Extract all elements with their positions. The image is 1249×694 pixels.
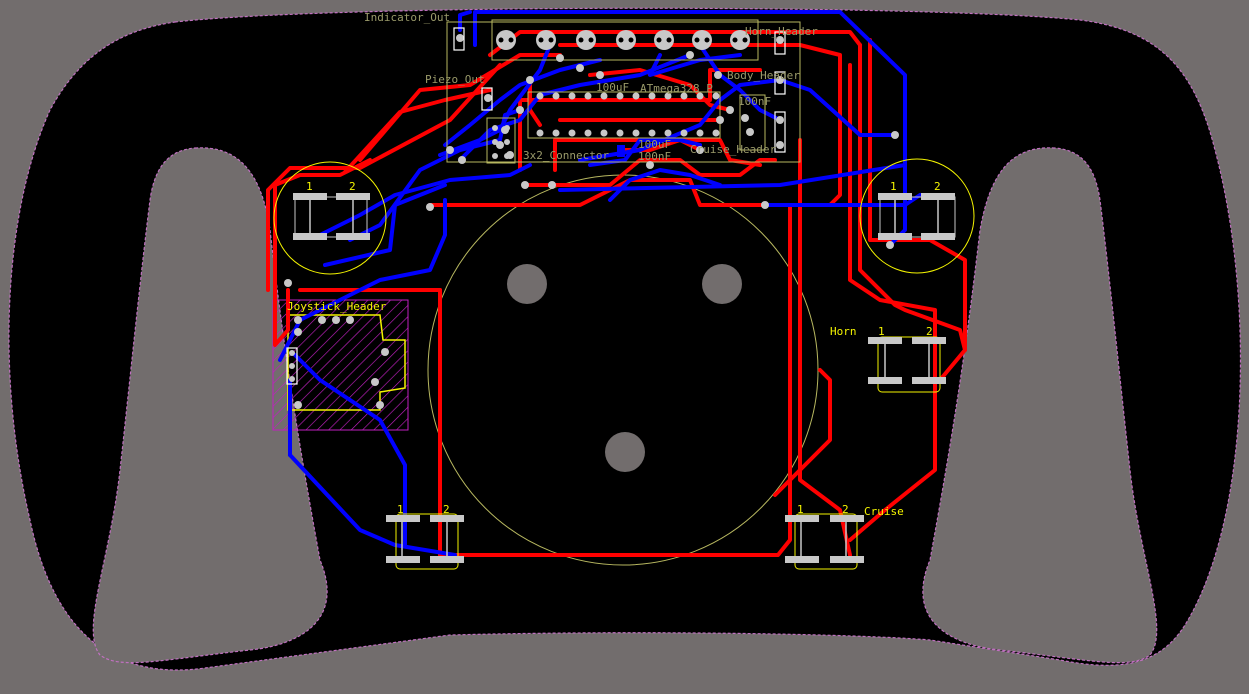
indicator-led-row — [496, 30, 750, 50]
label-indicator-out: Indicator_Out — [364, 11, 450, 24]
mount-hole-bottom — [605, 432, 645, 472]
label-horn: Horn — [830, 325, 857, 338]
right-grip-slot — [922, 147, 1158, 664]
switch-horn — [868, 336, 946, 393]
label-cap-100uf-b: 100uF — [638, 138, 671, 151]
switch-bottom-left — [386, 513, 464, 570]
pad-label-right-2: 2 — [934, 180, 941, 193]
label-cap-100nf-b: 100nF — [638, 150, 671, 163]
switch-left — [273, 161, 387, 275]
label-cruise: Cruise — [864, 505, 904, 518]
label-cap-100nf-a: 100nF — [738, 95, 771, 108]
pad-label-left-2: 2 — [349, 180, 356, 193]
header-pads — [286, 27, 786, 385]
vias — [284, 34, 899, 409]
pad-label-horn-2: 2 — [926, 325, 933, 338]
switch-right — [859, 158, 975, 274]
joystick-outline — [287, 314, 406, 411]
label-connector-3x2: 3x2_Connector — [523, 149, 609, 162]
label-atmega: ATmega328 P — [640, 82, 713, 95]
pad-label-bl-1: 1 — [397, 503, 404, 516]
mount-hole-right — [702, 264, 742, 304]
pad-label-right-1: 1 — [890, 180, 897, 193]
label-joystick-header: Joystick_Header — [287, 300, 387, 313]
pad-label-horn-1: 1 — [878, 325, 885, 338]
pad-label-left-1: 1 — [306, 180, 313, 193]
silkscreen-labels: Indicator_Out Piezo_Out Horn_Header Body… — [287, 11, 941, 518]
pad-label-cruise-1: 1 — [797, 503, 804, 516]
label-body-header: Body_Header — [727, 69, 800, 82]
label-piezo-out: Piezo_Out — [425, 73, 485, 86]
mount-hole-left — [507, 264, 547, 304]
label-cruise-header: Cruise_Header — [690, 143, 776, 156]
pad-label-bl-2: 2 — [443, 503, 450, 516]
switch-cruise — [785, 513, 864, 570]
pad-label-cruise-2: 2 — [842, 503, 849, 516]
label-horn-header: Horn_Header — [745, 25, 818, 38]
label-cap-100uf-a: 100uF — [596, 81, 629, 94]
header-block-silk — [446, 19, 801, 164]
